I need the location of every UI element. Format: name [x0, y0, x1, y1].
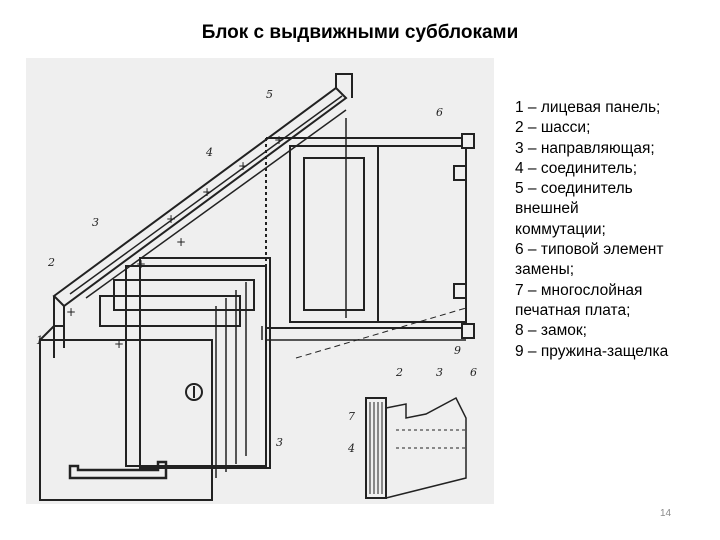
callout-2-detail: 2: [395, 366, 403, 379]
callout-5: 5: [266, 88, 273, 101]
page-number: 14: [660, 508, 672, 519]
legend-item: 7 – многослойная печатная плата;: [515, 281, 643, 319]
callout-2: 2: [47, 256, 55, 269]
callout-9: 9: [454, 344, 461, 357]
legend-item: 5 – соединитель внешней коммутации;: [515, 180, 633, 238]
callout-7-detail: 7: [348, 410, 355, 423]
svg-text:+: +: [274, 133, 284, 147]
legend-item: 1 – лицевая панель;: [515, 99, 661, 116]
legend-item: 3 – направляющая;: [515, 139, 655, 157]
callout-6-detail: 6: [470, 366, 477, 379]
svg-text:+: +: [202, 185, 212, 199]
callout-3-detail: 3: [436, 366, 443, 379]
block-drawing-svg: + + + + + + + + 1 2 3 4 5 6 9 2 3 6: [36, 73, 477, 501]
svg-text:+: +: [136, 257, 146, 271]
legend-item: 9 – пружина-защелка: [515, 342, 669, 360]
front-panel-handle: [68, 460, 168, 480]
callout-4: 4: [205, 146, 213, 159]
technical-drawing: + + + + + + + + 1 2 3 4 5 6 9 2 3 6: [26, 58, 494, 504]
slide-title: Блок с выдвижными субблоками: [201, 22, 519, 43]
legend-item: 8 – замок;: [515, 322, 587, 340]
svg-text:+: +: [238, 159, 248, 173]
svg-text:+: +: [166, 212, 176, 226]
legend: 1 – лицевая панель; 2 – шасси; 3 – напра…: [515, 98, 715, 362]
legend-item: 2 – шасси;: [515, 119, 591, 137]
callout-4-detail: 4: [347, 442, 355, 455]
svg-text:+: +: [66, 305, 76, 319]
lock-icon: [185, 383, 203, 401]
svg-text:+: +: [114, 337, 124, 351]
callout-3-bottom: 3: [276, 436, 283, 449]
callout-6: 6: [436, 106, 443, 119]
legend-item: 4 – соединитель;: [515, 159, 638, 177]
callout-1: 1: [36, 334, 43, 347]
replaceable-element: [266, 137, 467, 329]
rail-end-block: [335, 73, 353, 98]
chassis-top-rail: [52, 86, 348, 308]
legend-item: 6 – типовой элемент замены;: [515, 241, 664, 279]
svg-text:+: +: [176, 235, 186, 249]
callout-3: 3: [92, 216, 99, 229]
